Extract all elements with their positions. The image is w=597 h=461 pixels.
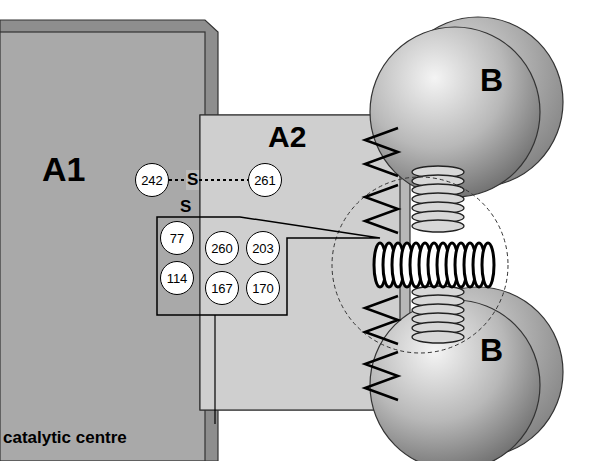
subunit-sphere: B <box>370 300 540 461</box>
residue-circle: 261 <box>248 163 282 197</box>
bond-line <box>169 180 248 181</box>
part-label: B <box>480 62 503 99</box>
residue-number: 242 <box>141 173 163 188</box>
sulfur-label: S <box>186 170 199 190</box>
dashed-circle <box>332 177 508 353</box>
residue-circle: 203 <box>246 231 280 265</box>
a1-side <box>0 20 218 461</box>
b-sphere <box>370 27 540 197</box>
residue-circle: 114 <box>160 261 194 295</box>
residue-number: 167 <box>211 281 233 296</box>
residue-number: 261 <box>254 173 276 188</box>
residue-circle: 167 <box>205 271 239 305</box>
leader-line <box>214 315 215 424</box>
residue-number: 77 <box>170 231 184 246</box>
part-label: A1 <box>42 150 85 189</box>
residue-number: 114 <box>167 271 188 286</box>
residue-number: 260 <box>211 241 233 256</box>
domain-block: A1 242 77 114 <box>0 32 205 461</box>
residue-circle: 260 <box>205 231 239 265</box>
residue-number: 170 <box>252 281 274 296</box>
part-label: B <box>480 332 503 369</box>
a2-face <box>200 115 400 410</box>
catalytic-outline <box>157 217 380 315</box>
helix-coil <box>374 243 494 287</box>
helix-coil <box>412 166 464 232</box>
residue-number: 203 <box>252 241 274 256</box>
part-label: A2 <box>268 120 306 154</box>
residue-circle: 242 <box>135 163 169 197</box>
domain-block: A2 261 260 203 167 170 <box>200 115 400 410</box>
residue-circle: 170 <box>246 271 280 305</box>
helix-coil <box>412 286 464 343</box>
residue-circle: 77 <box>160 221 194 255</box>
zigzag <box>365 128 398 400</box>
b-sphere <box>370 300 540 461</box>
sulfur-label: S <box>180 197 191 217</box>
a1-face <box>0 32 205 461</box>
caption-label: catalytic centre <box>3 428 127 448</box>
subunit-sphere: B <box>370 27 540 197</box>
